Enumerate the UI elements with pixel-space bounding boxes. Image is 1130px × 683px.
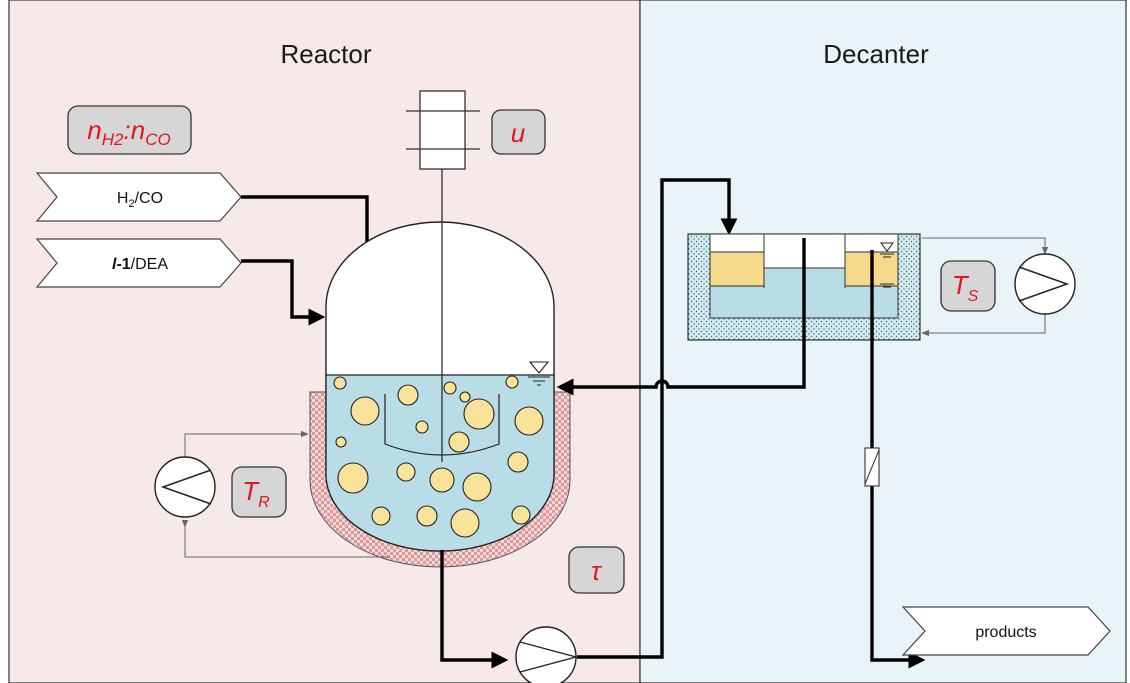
stirrer-motor bbox=[406, 90, 480, 170]
svg-text:H2/CO: H2/CO bbox=[117, 190, 163, 210]
decanter-section bbox=[639, 0, 1127, 683]
impeller-blade bbox=[384, 394, 500, 456]
reactor-outlet-line bbox=[440, 550, 509, 669]
svg-text:nH2:nCO: nH2:nCO bbox=[87, 115, 170, 149]
reactor-title: Reactor bbox=[280, 39, 371, 69]
reactor-temperature-parameter: TR bbox=[231, 466, 287, 518]
decanter-title: Decanter bbox=[823, 39, 929, 69]
gas-bubbles bbox=[333, 375, 544, 538]
separator-temperature-parameter: TS bbox=[940, 260, 996, 312]
svg-text:TR: TR bbox=[242, 476, 270, 511]
residence-time-parameter: τ bbox=[568, 546, 625, 594]
svg-text:l-1/DEA: l-1/DEA bbox=[112, 256, 168, 273]
liquid-feed-line bbox=[241, 259, 326, 326]
liquid-level-symbol bbox=[528, 361, 550, 386]
stirrer-speed-parameter: u bbox=[491, 109, 546, 155]
pump-to-decanter-line bbox=[577, 178, 738, 659]
products-stream: products bbox=[901, 606, 1111, 656]
ratio-parameter: nH2:nCO bbox=[67, 105, 192, 155]
svg-text:τ: τ bbox=[591, 556, 603, 586]
product-valve bbox=[864, 447, 880, 487]
products-line bbox=[870, 250, 926, 669]
svg-text:u: u bbox=[511, 118, 525, 148]
recycle-line bbox=[556, 238, 806, 396]
gas-feed-stream: H2/CO bbox=[35, 172, 242, 222]
circulation-pump bbox=[515, 626, 579, 683]
reactor-heat-exchanger bbox=[154, 430, 390, 558]
decanter-heat-exchanger bbox=[921, 237, 1076, 337]
gas-feed-line bbox=[241, 195, 376, 266]
liquid-feed-stream: l-1/DEA bbox=[35, 238, 242, 288]
svg-text:products: products bbox=[975, 624, 1036, 641]
svg-text:TS: TS bbox=[952, 270, 979, 305]
